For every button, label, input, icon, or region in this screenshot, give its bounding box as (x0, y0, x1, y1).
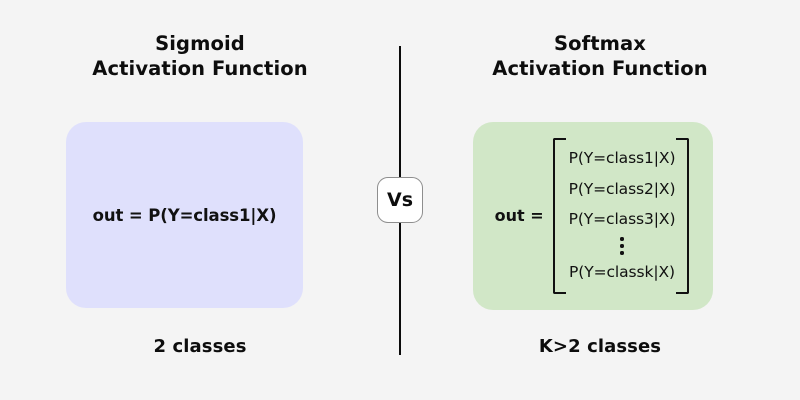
softmax-title: Softmax Activation Function (400, 31, 800, 81)
matrix-row: P(Y=class1|X) (568, 149, 676, 168)
bracket-left-icon (552, 137, 566, 295)
bracket-right-icon (676, 137, 690, 295)
sigmoid-title-line2: Activation Function (92, 57, 308, 80)
vertical-ellipsis-icon (620, 235, 624, 257)
sigmoid-formula: out = P(Y=class1|X) (92, 205, 277, 225)
vs-badge: Vs (377, 177, 423, 223)
softmax-panel: Softmax Activation Function out = P(Y=cl… (400, 0, 800, 400)
matrix-row: P(Y=classk|X) (569, 263, 675, 282)
matrix-row: P(Y=class3|X) (568, 210, 676, 229)
softmax-title-line1: Softmax (553, 32, 646, 55)
sigmoid-title: Sigmoid Activation Function (0, 31, 400, 81)
softmax-formula: out = P(Y=class1|X) P(Y=class2|X) P(Y=cl… (494, 137, 690, 295)
sigmoid-caption: 2 classes (153, 336, 247, 357)
softmax-formula-lhs: out = (494, 206, 544, 226)
sigmoid-title-line1: Sigmoid (155, 32, 245, 55)
softmax-title-line2: Activation Function (492, 57, 708, 80)
sigmoid-formula-box: out = P(Y=class1|X) (66, 122, 303, 308)
matrix-row: P(Y=class2|X) (568, 179, 676, 198)
softmax-caption: K>2 classes (538, 336, 662, 357)
softmax-formula-box: out = P(Y=class1|X) P(Y=class2|X) P(Y=cl… (473, 122, 713, 310)
sigmoid-panel: Sigmoid Activation Function out = P(Y=cl… (0, 31, 400, 357)
probability-vector: P(Y=class1|X) P(Y=class2|X) P(Y=class3|X… (552, 137, 690, 295)
